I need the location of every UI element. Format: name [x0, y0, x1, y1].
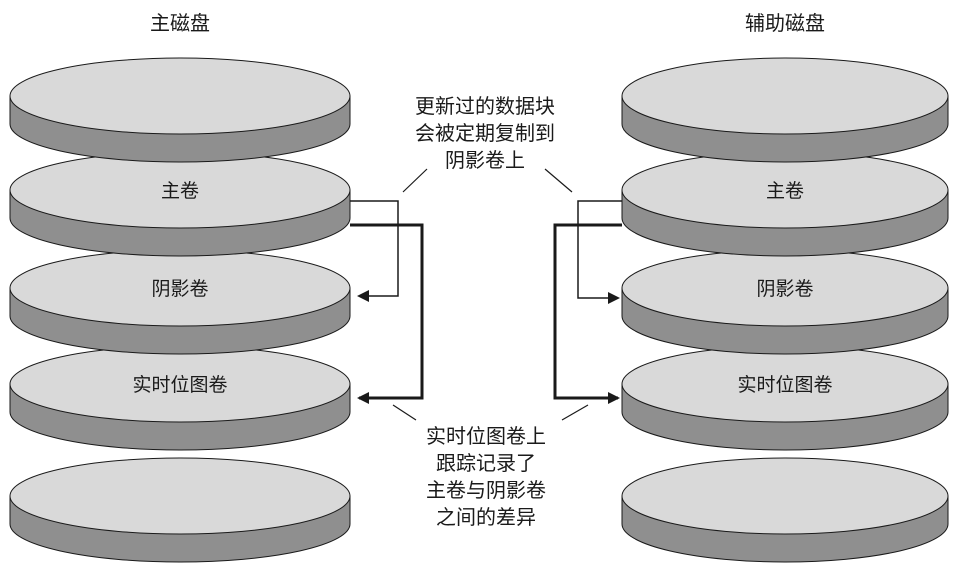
primary-master-volume-label: 主卷	[161, 180, 199, 202]
secondary-copy-connector	[577, 200, 622, 304]
bitmap-note-line-3: 主卷与阴影卷	[426, 478, 546, 502]
secondary-disk-plate-3: 阴影卷	[621, 249, 949, 355]
secondary-disk-plate-5	[621, 457, 949, 563]
copy-note-leader-left	[402, 168, 428, 193]
secondary-disk-plate-1	[621, 57, 949, 163]
secondary-disk-title: 辅助磁盘	[745, 11, 825, 35]
secondary-master-volume-label: 主卷	[766, 180, 804, 202]
primary-disk-stack: 实时位图卷 阴影卷 主卷	[9, 57, 351, 563]
bitmap-note-leader-left	[392, 404, 417, 421]
primary-disk-plate-1	[9, 57, 351, 163]
primary-bitmap-connector	[350, 223, 424, 404]
copy-note-line-3: 阴影卷上	[445, 148, 525, 172]
bitmap-note-leader-right	[561, 404, 589, 421]
secondary-disk-plate-2: 主卷	[621, 151, 949, 257]
secondary-disk-plate-4: 实时位图卷	[621, 345, 949, 451]
primary-copy-connector	[350, 200, 399, 302]
bitmap-note-callout: 实时位图卷上 跟踪记录了 主卷与阴影卷 之间的差异	[426, 424, 546, 529]
primary-bitmap-volume-label: 实时位图卷	[132, 374, 227, 396]
secondary-bitmap-volume-label: 实时位图卷	[737, 374, 832, 396]
primary-disk-title: 主磁盘	[150, 11, 210, 35]
primary-disk-plate-3: 阴影卷	[9, 249, 351, 355]
copy-note-line-1: 更新过的数据块	[415, 94, 555, 118]
bitmap-note-line-4: 之间的差异	[436, 505, 536, 529]
secondary-disk-stack: 实时位图卷 阴影卷 主卷	[621, 57, 949, 563]
bitmap-note-line-2: 跟踪记录了	[436, 451, 536, 475]
secondary-bitmap-connector	[553, 223, 622, 404]
primary-shadow-volume-label: 阴影卷	[151, 278, 208, 300]
bitmap-note-line-1: 实时位图卷上	[426, 424, 546, 448]
primary-disk-plate-4: 实时位图卷	[9, 345, 351, 451]
primary-disk-plate-5	[9, 457, 351, 563]
secondary-shadow-volume-label: 阴影卷	[756, 278, 813, 300]
copy-note-leader-right	[544, 168, 573, 193]
primary-disk-plate-2: 主卷	[9, 151, 351, 257]
copy-note-line-2: 会被定期复制到	[415, 121, 555, 145]
copy-note-callout: 更新过的数据块 会被定期复制到 阴影卷上	[415, 94, 555, 172]
